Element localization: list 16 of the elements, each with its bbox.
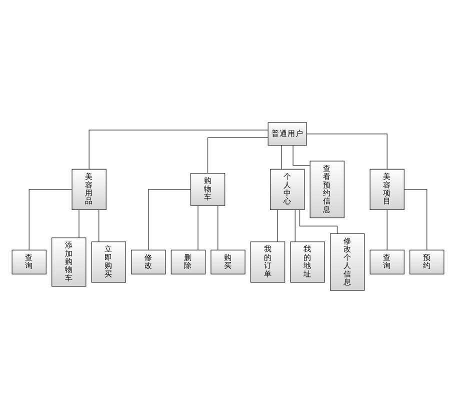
connector bbox=[403, 189, 427, 250]
connector bbox=[88, 130, 268, 170]
connector bbox=[276, 209, 278, 242]
connector bbox=[206, 137, 268, 174]
connector bbox=[294, 209, 295, 242]
connector bbox=[28, 189, 72, 250]
connector bbox=[306, 134, 387, 170]
connector bbox=[197, 205, 198, 250]
connector bbox=[148, 189, 190, 250]
connector bbox=[280, 145, 282, 170]
connector bbox=[98, 209, 99, 242]
connector bbox=[298, 209, 338, 234]
connector bbox=[386, 209, 387, 250]
connector bbox=[217, 205, 218, 250]
connector bbox=[292, 144, 310, 166]
connector bbox=[78, 209, 79, 238]
